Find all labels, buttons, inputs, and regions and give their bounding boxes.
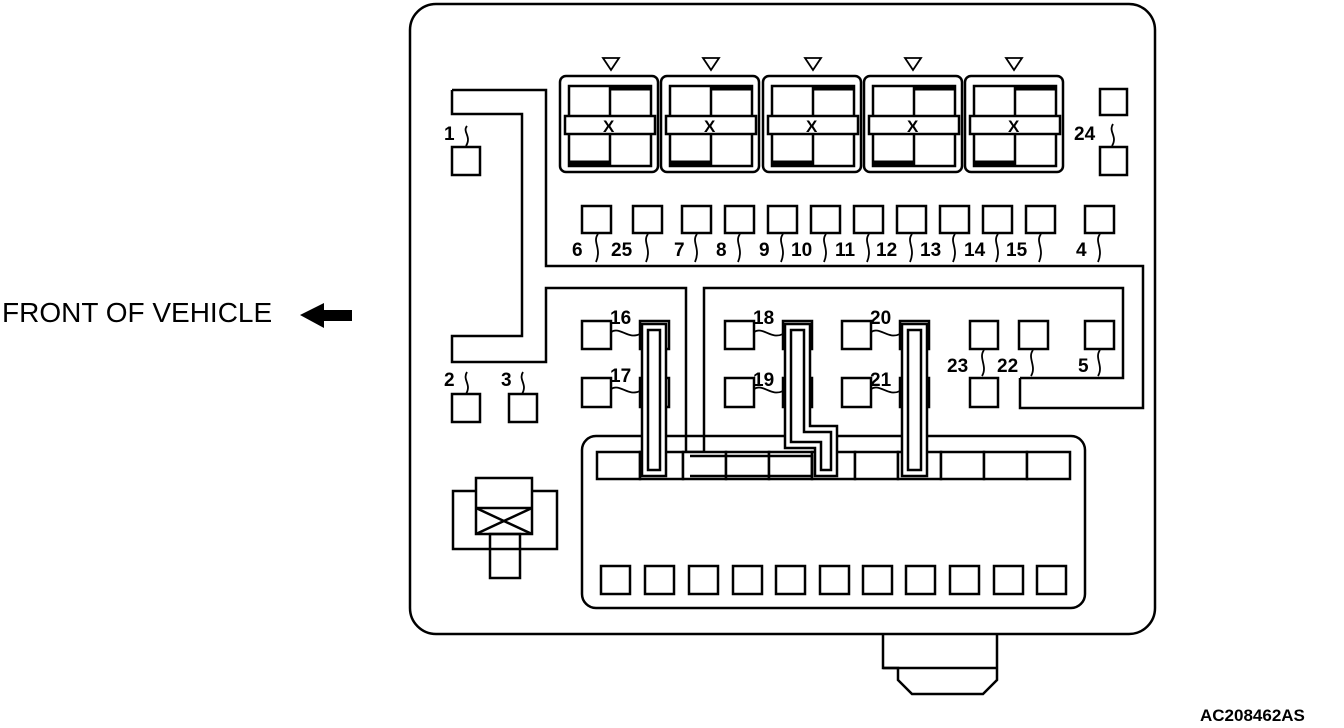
fuse-label: 22	[997, 356, 1018, 377]
fuse-slot	[968, 376, 1000, 409]
fuse-label: 20	[870, 308, 891, 329]
fuse-slot	[1098, 87, 1129, 117]
fuse-slot	[450, 145, 482, 177]
fuse-label: 1	[444, 124, 455, 145]
relay-marker-icon	[701, 57, 721, 72]
bus-trace-left	[452, 88, 1145, 410]
fuse-label: 19	[753, 370, 774, 391]
relay-1: X	[558, 57, 660, 174]
fuse-label: 17	[610, 366, 631, 387]
relay-marker-icon	[903, 57, 923, 72]
svg-text:X: X	[806, 117, 818, 136]
fuse-label: 18	[753, 308, 774, 329]
fuse-slot	[895, 204, 928, 235]
fuse-slot	[507, 392, 539, 424]
fuse-slot	[1083, 204, 1116, 235]
fuse-slot	[450, 392, 482, 424]
fuse-label: 10	[791, 240, 812, 261]
fuse-label: 9	[759, 240, 770, 261]
fuse-slot	[968, 319, 1000, 351]
fuse-label: 2	[444, 370, 455, 391]
fuse-label: 4	[1076, 240, 1087, 261]
fuse-slot	[840, 319, 873, 351]
fuse-label: 16	[610, 308, 631, 329]
fuse-label: 7	[674, 240, 685, 261]
front-of-vehicle-label: FRONT OF VEHICLE	[2, 297, 273, 328]
fuse-label: 11	[835, 240, 856, 261]
fuse-label: 12	[876, 240, 897, 261]
leader-lines	[464, 123, 1115, 395]
fuse-slot	[1098, 145, 1129, 177]
fuse-label: 25	[611, 240, 633, 261]
diode-component	[451, 476, 559, 580]
svg-text:X: X	[704, 117, 716, 136]
svg-text:X: X	[907, 117, 919, 136]
relay-marker-icon	[601, 57, 621, 72]
relay-4: X	[862, 57, 964, 174]
fuse-slot	[723, 376, 756, 409]
fuse-slot	[1083, 319, 1116, 351]
relay-marker-icon	[1004, 57, 1024, 72]
svg-text:X: X	[1008, 117, 1020, 136]
mounting-tab	[881, 634, 999, 696]
fuse-slot	[809, 204, 842, 235]
fuse-box-housing	[408, 2, 1157, 636]
bus-trace-left-inner	[450, 90, 1125, 454]
fuse-label: 15	[1006, 240, 1028, 261]
fuse-slot	[723, 319, 756, 351]
fuse-slot	[1024, 204, 1057, 235]
fuse-slot	[852, 204, 885, 235]
fuse-slot	[631, 204, 664, 235]
fuse-label: 5	[1078, 356, 1089, 377]
fuse-slot	[580, 204, 613, 235]
fuse-label: 3	[501, 370, 512, 391]
fuse-label: 14	[964, 240, 986, 261]
fuse-slot	[580, 319, 613, 351]
relay-2: X	[659, 57, 761, 174]
fuse-slot	[938, 204, 971, 235]
fuse-slot	[766, 204, 799, 235]
fuse-number-labels: 1 2 3 4 5 6 7 8 9 10 11 12 13 14 15 16 1…	[444, 124, 1096, 391]
relay-5: X	[963, 57, 1065, 174]
bus-bars	[640, 322, 929, 478]
fuse-label: 24	[1074, 124, 1096, 145]
fuse-slot	[840, 376, 873, 409]
relay-group: X X X	[558, 57, 1065, 174]
svg-text:X: X	[603, 117, 615, 136]
fuse-slot	[981, 204, 1014, 235]
fuse-slot	[723, 204, 756, 235]
fuse-slot	[580, 376, 613, 409]
fuse-slot	[1017, 319, 1050, 351]
relay-marker-icon	[803, 57, 823, 72]
fuse-label: 21	[870, 370, 892, 391]
figure-reference-code: AC208462AS	[1200, 706, 1305, 725]
fuse-label: 13	[920, 240, 941, 261]
fuse-label: 6	[572, 240, 583, 261]
arrow-left-icon	[300, 303, 352, 328]
relay-3: X	[761, 57, 863, 174]
fuse-slot	[680, 204, 713, 235]
fuse-label: 23	[947, 356, 968, 377]
fuse-label: 8	[716, 240, 727, 261]
